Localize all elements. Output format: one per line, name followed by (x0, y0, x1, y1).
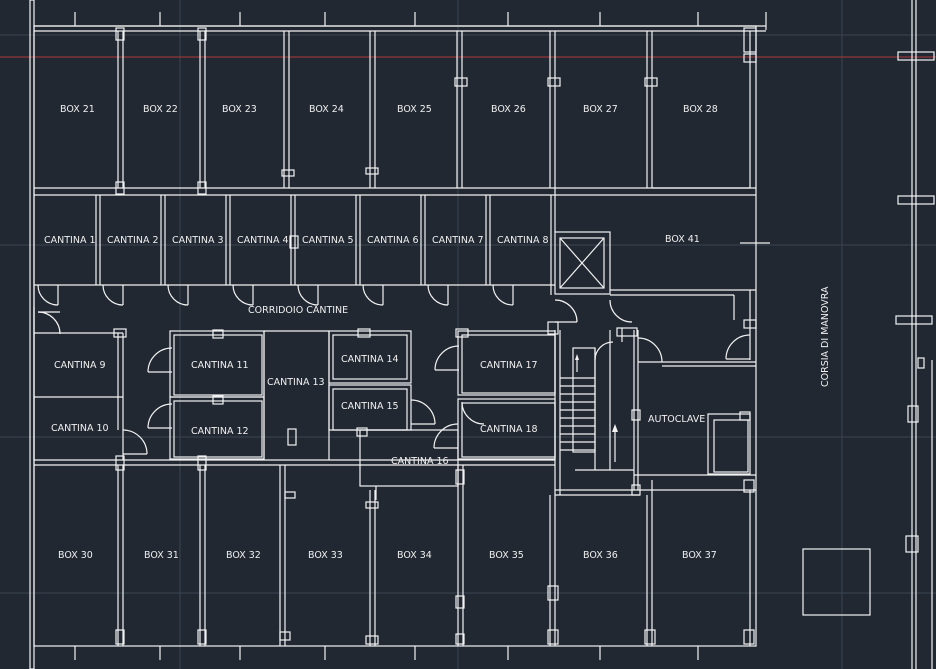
label-box-24: BOX 24 (309, 104, 344, 115)
label-cantina-8: CANTINA 8 (497, 235, 549, 246)
label-cantina-16: CANTINA 16 (391, 456, 449, 467)
label-cantina-14: CANTINA 14 (341, 354, 399, 365)
label-box-34: BOX 34 (397, 550, 432, 561)
label-cantina-3: CANTINA 3 (172, 235, 224, 246)
label-cantina-15: CANTINA 15 (341, 401, 399, 412)
label-cantina-9: CANTINA 9 (54, 360, 106, 371)
label-cantina-12: CANTINA 12 (191, 426, 249, 437)
label-cantina-1: CANTINA 1 (44, 235, 96, 246)
label-cantina-2: CANTINA 2 (107, 235, 159, 246)
label-cantina-5: CANTINA 5 (302, 235, 354, 246)
label-box-30: BOX 30 (58, 550, 93, 561)
label-cantina-6: CANTINA 6 (367, 235, 419, 246)
label-box-25: BOX 25 (397, 104, 432, 115)
label-cantina-4: CANTINA 4 (237, 235, 289, 246)
label-box-22: BOX 22 (143, 104, 178, 115)
label-box-37: BOX 37 (682, 550, 717, 561)
walls (29, 0, 935, 669)
label-box-27: BOX 27 (583, 104, 618, 115)
label-cantina-13: CANTINA 13 (267, 377, 325, 388)
label-box-26: BOX 26 (491, 104, 526, 115)
label-box-33: BOX 33 (308, 550, 343, 561)
label-box-36: BOX 36 (583, 550, 618, 561)
room-labels: BOX 21 BOX 22 BOX 23 BOX 24 BOX 25 BOX 2… (44, 104, 831, 561)
label-cantina-7: CANTINA 7 (432, 235, 484, 246)
label-cantina-10: CANTINA 10 (51, 423, 109, 434)
label-cantina-11: CANTINA 11 (191, 360, 249, 371)
label-corsia-di-manovra: CORSIA DI MANOVRA (820, 286, 831, 387)
label-cantina-17: CANTINA 17 (480, 360, 538, 371)
label-box-21: BOX 21 (60, 104, 95, 115)
label-box-28: BOX 28 (683, 104, 718, 115)
label-box-23: BOX 23 (222, 104, 257, 115)
label-autoclave: AUTOCLAVE (648, 414, 705, 425)
label-box-31: BOX 31 (144, 550, 179, 561)
label-cantina-18: CANTINA 18 (480, 424, 538, 435)
label-box-35: BOX 35 (489, 550, 524, 561)
label-box-32: BOX 32 (226, 550, 261, 561)
label-box-41: BOX 41 (665, 234, 700, 245)
label-corridoio-cantine: CORRIDOIO CANTINE (248, 305, 348, 316)
